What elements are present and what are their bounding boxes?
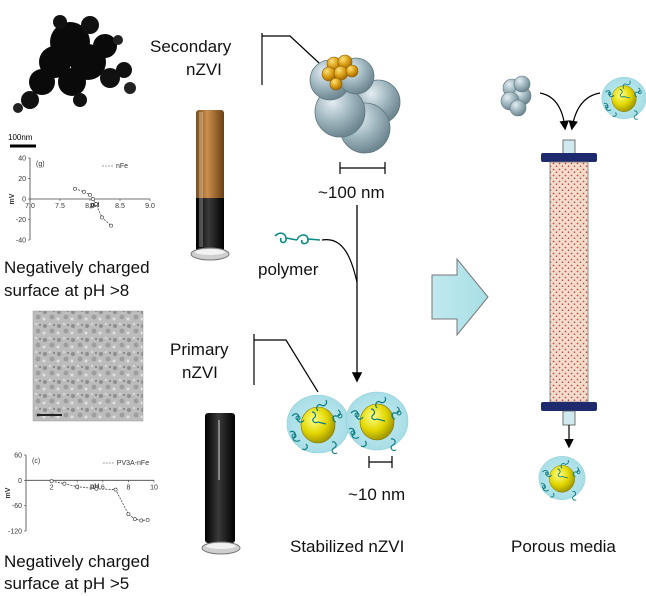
scale-100nm-marker <box>340 162 385 174</box>
chart-data-point <box>100 216 103 219</box>
vial-primary-nzvi <box>202 413 240 554</box>
chart-x-tick-label: 10 <box>150 484 158 491</box>
tem-primary-image <box>33 311 143 421</box>
chart-ylabel: mV <box>5 487 12 498</box>
chart-x-tick-label: 8 <box>126 484 130 491</box>
chart-y-tick-label: -60 <box>12 503 22 510</box>
chart-data-point <box>88 193 91 196</box>
chart-series-line <box>52 481 148 520</box>
inflow-arrow-right <box>572 93 600 128</box>
chart-data-point <box>73 187 76 190</box>
chart-data-point <box>95 487 98 490</box>
stabilized-nzvi-particle <box>346 392 408 450</box>
polymer-label: polymer <box>258 260 319 279</box>
chart-panel-label: (g) <box>36 161 45 168</box>
chart-y-tick-label: 60 <box>14 453 22 460</box>
zeta-chart-pv3a-nfe: 600-60-120246810mVpH(c)PV3A-nFe <box>5 453 158 536</box>
porous-media-column <box>541 140 597 425</box>
neg-charge-label-ph8-line1: Negatively charged <box>4 258 150 277</box>
chart-data-point <box>140 519 143 522</box>
chart-data-point <box>109 224 112 227</box>
chart-x-tick-label: 9.0 <box>145 203 155 210</box>
chart-data-point <box>114 488 117 491</box>
polymer-icon <box>275 233 320 243</box>
chart-y-tick-label: -20 <box>16 217 26 224</box>
chart-panel-label: (c) <box>32 458 40 465</box>
scale-10nm-marker <box>369 456 392 468</box>
secondary-nzvi-label-line1: Secondary <box>150 37 232 56</box>
chart-y-tick-label: -40 <box>16 238 26 245</box>
vial-secondary-nzvi <box>191 110 229 260</box>
chart-x-tick-label: 7.5 <box>55 203 65 210</box>
scale-100nm-label: ~100 nm <box>318 183 385 202</box>
stabilized-nzvi-particle <box>287 395 349 453</box>
tem-aggregate-image <box>13 15 136 113</box>
big-process-arrow <box>432 259 488 335</box>
secondary-nzvi-label-line2: nZVI <box>186 60 222 79</box>
secondary-nzvi-cluster <box>310 55 400 153</box>
chart-ylabel: mV <box>9 193 16 204</box>
chart-data-point <box>76 485 79 488</box>
chart-data-point <box>127 513 130 516</box>
neg-charge-label-ph5-line1: Negatively charged <box>4 552 150 571</box>
chart-data-point <box>146 518 149 521</box>
neg-charge-label-ph8-line2: surface at pH >8 <box>4 281 129 300</box>
scale-10nm-label: ~10 nm <box>348 485 405 504</box>
chart-y-tick-label: -120 <box>8 529 22 536</box>
stabilized-nzvi-input-icon <box>602 77 646 119</box>
chart-legend-label: PV3A-nFe <box>117 460 149 467</box>
scale-bar-100nm-label: 100nm <box>8 133 33 142</box>
chart-x-tick-label: 7.0 <box>25 203 35 210</box>
chart-data-point <box>82 190 85 193</box>
chart-data-point <box>63 482 66 485</box>
stabilized-nzvi-output-icon <box>539 456 586 500</box>
neg-charge-label-ph5-line2: surface at pH >5 <box>4 574 129 593</box>
chart-data-point <box>133 518 136 521</box>
chart-y-tick-label: 20 <box>18 176 26 183</box>
stabilized-nzvi-caption: Stabilized nZVI <box>290 537 404 556</box>
primary-nzvi-label-line1: Primary <box>170 340 229 359</box>
chart-y-tick-label: 40 <box>18 156 26 163</box>
polymer-arrow-curve <box>322 240 357 282</box>
inflow-arrow-left <box>540 93 565 128</box>
chart-x-tick-label: 2 <box>50 484 54 491</box>
chart-data-point <box>94 203 97 206</box>
secondary-nzvi-input-icon <box>501 76 531 116</box>
chart-x-tick-label: 6 <box>101 484 105 491</box>
primary-callout-leader <box>254 340 318 392</box>
chart-data-point <box>50 480 53 483</box>
chart-x-tick-label: 8.5 <box>115 203 125 210</box>
primary-nzvi-label-line2: nZVI <box>182 363 218 382</box>
chart-legend-label: nFe <box>116 163 128 170</box>
chart-data-point <box>91 197 94 200</box>
porous-media-caption: Porous media <box>511 537 616 556</box>
chart-y-tick-label: 0 <box>18 478 22 485</box>
